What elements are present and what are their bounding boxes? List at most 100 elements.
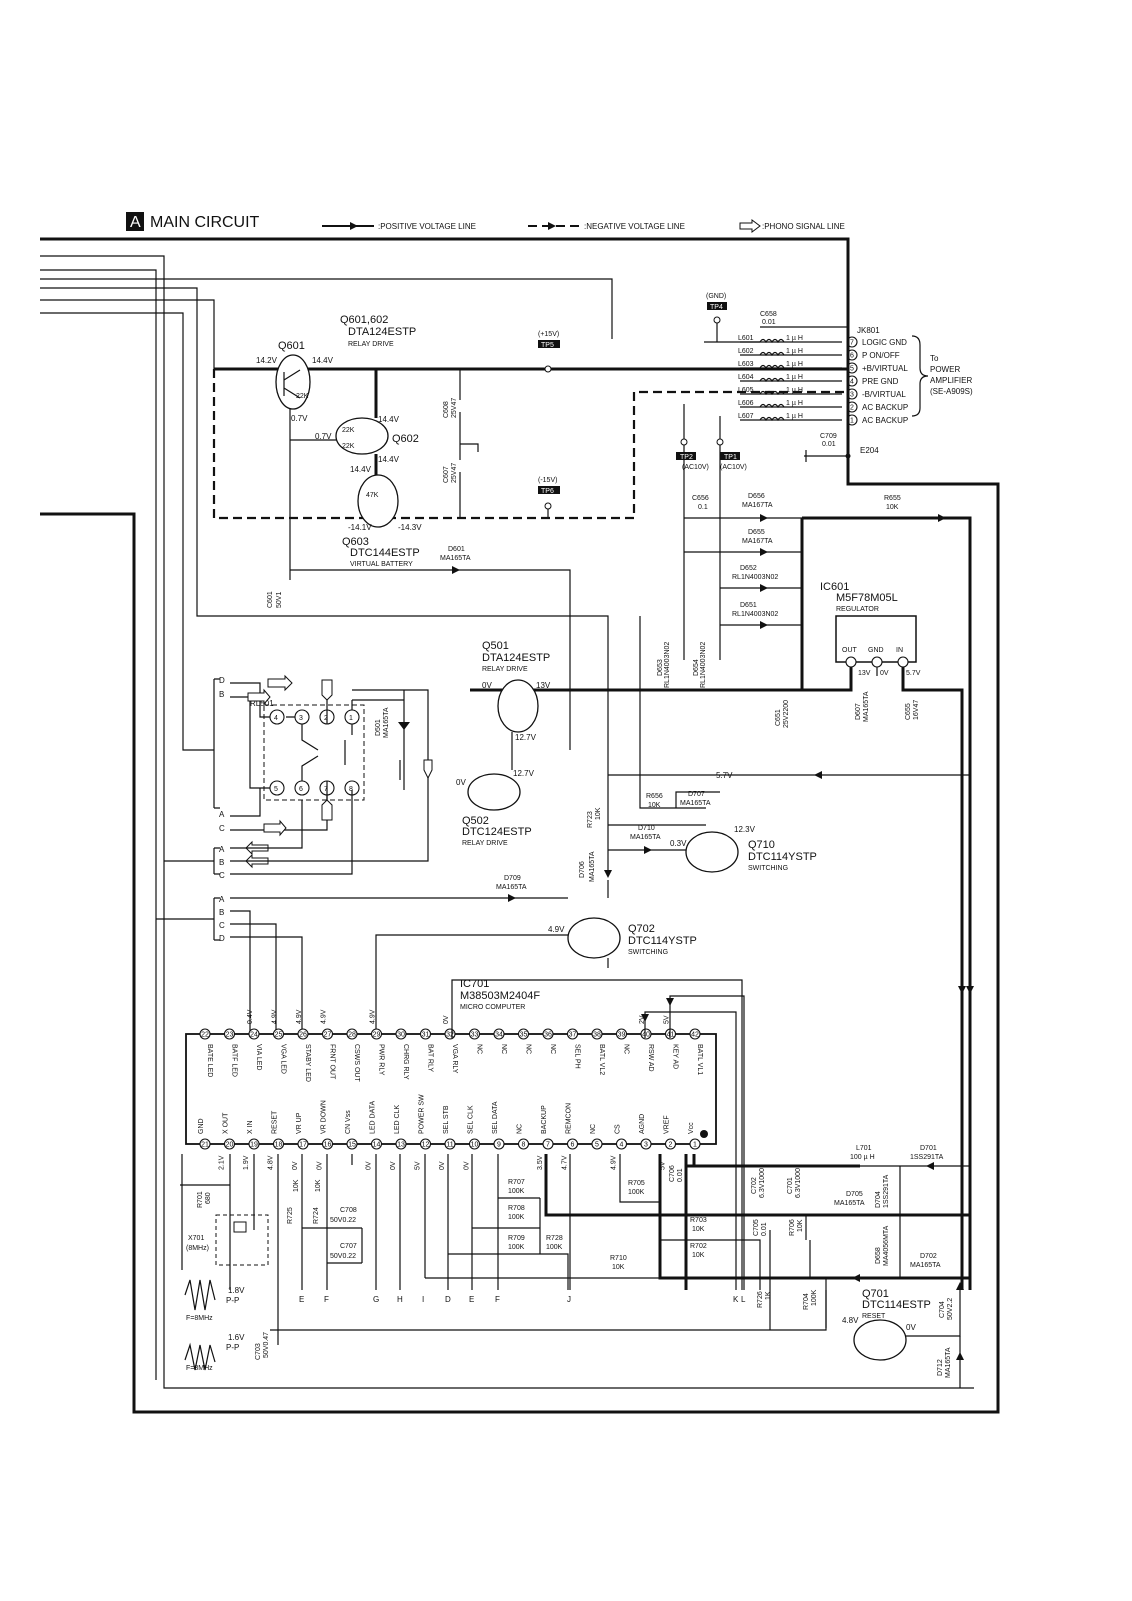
svg-text:C704: C704: [939, 1301, 946, 1318]
svg-text:R704: R704: [803, 1293, 810, 1310]
signal-groups: A B C A B C D D709 MA165TA: [156, 780, 568, 1038]
ic701-pin: [517, 1138, 530, 1150]
inductor-label: L603: [738, 361, 754, 368]
svg-text:C703: C703: [255, 1343, 262, 1360]
svg-text:D652: D652: [740, 565, 757, 572]
svg-text:B: B: [219, 858, 224, 867]
q701-func: RESET: [862, 1313, 886, 1320]
ic701-pin-number: 21: [201, 1142, 209, 1149]
jk801-ref: JK801: [857, 326, 880, 335]
jk801-pin-label: +B/VIRTUAL: [862, 364, 908, 373]
ic701-pin-voltage: 5V: [660, 1161, 667, 1170]
svg-text:C656: C656: [692, 495, 709, 502]
ic701-pin-voltage: 0V: [439, 1161, 446, 1170]
svg-text:D709: D709: [504, 875, 521, 882]
ic701-pin-number: 24: [250, 1032, 258, 1039]
ic701-pin-label: STABY LED: [304, 1044, 311, 1082]
svg-text:MA165TA: MA165TA: [383, 707, 390, 738]
q710-type: DTC114YSTP: [748, 851, 817, 863]
ic701-pin-voltage: 4.9V: [272, 1009, 279, 1024]
svg-text:14.4V: 14.4V: [350, 465, 372, 474]
svg-text:(-15V): (-15V): [538, 477, 557, 484]
ic701-pin-voltage: 0V: [317, 1161, 324, 1170]
svg-text:13V: 13V: [536, 681, 551, 690]
q603-transistor: [357, 474, 399, 528]
svg-text:D701: D701: [920, 1145, 937, 1152]
inductor-value: 1 µ H: [786, 335, 803, 342]
ic701-pin-voltage: 0V: [464, 1161, 471, 1170]
bus-letter: K: [733, 1295, 739, 1304]
inductor-coil: [759, 377, 785, 383]
ic701-pin-number: 23: [226, 1032, 234, 1039]
ic701-pin-number: 13: [397, 1142, 405, 1149]
q602-label: Q602: [392, 433, 419, 445]
ic701-pin-label: NC: [590, 1124, 597, 1134]
ic701-pin-number: 31: [422, 1032, 430, 1039]
svg-text:C701: C701: [787, 1177, 794, 1194]
svg-text:P-P: P-P: [226, 1296, 239, 1305]
svg-text:R725: R725: [287, 1207, 294, 1224]
ic701-pin-label: VIA LED: [255, 1044, 262, 1070]
legend: :POSITIVE VOLTAGE LINE :NEGATIVE VOLTAGE…: [322, 219, 845, 233]
ic701-pin-number: 40: [642, 1032, 650, 1039]
svg-text:MA165TA: MA165TA: [863, 691, 870, 722]
jk801-pin-number: 3: [850, 392, 854, 399]
ic701-pin: [566, 1028, 579, 1040]
svg-text:100K: 100K: [546, 1244, 563, 1251]
svg-text:C601: C601: [267, 591, 274, 608]
ic701-pin: [689, 1138, 701, 1150]
bottom-section: R701 680 X701 (8MHz) 1.8V P-P F=8MHz 1.6…: [180, 986, 974, 1388]
svg-text:10K: 10K: [293, 1179, 300, 1192]
q502-ref: Q502: [462, 815, 489, 827]
ic701-pin-number: 28: [348, 1032, 356, 1039]
q702-func: SWITCHING: [628, 949, 668, 956]
svg-text:MA165TA: MA165TA: [496, 884, 527, 891]
ic701-pin-label: CSWS OUT: [353, 1044, 360, 1082]
svg-text:22K: 22K: [342, 443, 355, 450]
bus-letter: F: [324, 1295, 329, 1304]
svg-text:0.7V: 0.7V: [291, 414, 308, 423]
ic701-pin-number: 27: [324, 1032, 332, 1039]
ic701-pin-label: NC: [549, 1044, 556, 1054]
svg-text:25V2200: 25V2200: [783, 700, 790, 728]
ic701-pin-number: 36: [544, 1032, 552, 1039]
ic701-pin-label: POWER SW: [419, 1094, 426, 1134]
svg-text:10K: 10K: [648, 802, 661, 809]
svg-text:1SS291TA: 1SS291TA: [883, 1174, 890, 1208]
svg-text:22K: 22K: [342, 427, 355, 434]
inductor-label: L605: [738, 387, 754, 394]
svg-text:GND: GND: [868, 647, 884, 654]
ic701-pin-label: LED CLK: [394, 1104, 401, 1134]
inductor-label: L607: [738, 413, 754, 420]
svg-text:To: To: [930, 354, 939, 363]
svg-text:A: A: [219, 845, 225, 854]
q603-func: VIRTUAL BATTERY: [350, 561, 413, 568]
svg-text:R656: R656: [646, 793, 663, 800]
svg-text:D607: D607: [855, 703, 862, 720]
svg-text:D: D: [219, 934, 225, 943]
jk801-pin-number: 1: [850, 418, 854, 425]
svg-text:100K: 100K: [811, 1289, 818, 1306]
ic701-pin: [468, 1138, 481, 1150]
inductor-coil: [759, 416, 785, 422]
legend-phono: :PHONO SIGNAL LINE: [762, 222, 845, 231]
q601-602-func: RELAY DRIVE: [348, 341, 394, 348]
title-block: A MAIN CIRCUIT: [126, 212, 260, 231]
svg-text:-14.1V: -14.1V: [348, 523, 372, 532]
ic701-pin-label: SEL STB: [443, 1105, 450, 1134]
svg-text:D601: D601: [448, 546, 465, 553]
svg-text:50V0.47: 50V0.47: [263, 1332, 270, 1358]
ic701-pin: [542, 1138, 554, 1150]
svg-text:AMPLIFIER: AMPLIFIER: [930, 376, 972, 385]
svg-text:12.7V: 12.7V: [513, 769, 535, 778]
svg-text:8: 8: [349, 786, 353, 793]
svg-text:100K: 100K: [508, 1214, 525, 1221]
ic701-pin-number: 18: [275, 1142, 283, 1149]
svg-text:50V1: 50V1: [276, 592, 283, 608]
svg-text:0.01: 0.01: [761, 1222, 768, 1236]
svg-text:RL1N4003N02: RL1N4003N02: [732, 574, 778, 581]
svg-text:(SE-A909S): (SE-A909S): [930, 387, 973, 396]
svg-text:R701: R701: [197, 1191, 204, 1208]
ic701-pin-label: RSW AD: [647, 1044, 654, 1072]
